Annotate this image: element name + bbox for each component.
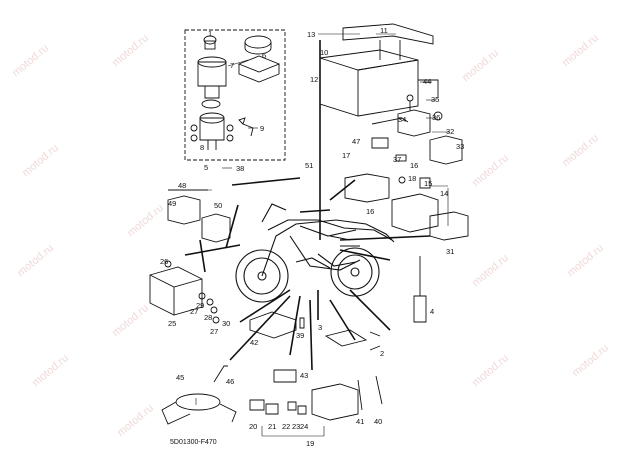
diagram-code: 5D01300-F470 (170, 439, 217, 446)
part-label: 50 (214, 201, 222, 210)
part-label: 33 (456, 142, 464, 151)
part-label: 35 (431, 95, 439, 104)
part-label: 24 (300, 422, 308, 431)
fuse-box-drawing (371, 94, 463, 165)
part-label: 36 (432, 113, 440, 122)
part-label: 9 (260, 124, 264, 133)
ignition-group-box (184, 29, 286, 161)
part-label: 7 (230, 61, 234, 70)
part-label: 16 (366, 207, 374, 216)
part-label: 19 (306, 439, 314, 448)
part-label: 42 (250, 338, 258, 347)
part-label: 21 (268, 422, 276, 431)
part-label: 27 (210, 327, 218, 336)
part-label: 14 (440, 189, 448, 198)
part-label: 3 (318, 323, 322, 332)
bottom-parts-drawing (249, 256, 427, 421)
part-label: 12 (310, 75, 318, 84)
part-label: 43 (300, 371, 308, 380)
part-label: 17 (342, 151, 350, 160)
part-label: 38 (236, 164, 244, 173)
battery-drawing (319, 23, 439, 125)
part-label: 45 (176, 373, 184, 382)
part-label: 20 (249, 422, 257, 431)
part-label: 23 (292, 422, 300, 431)
part-label: 44 (423, 77, 431, 86)
part-label: 26 (160, 257, 168, 266)
motorcycle-drawing (235, 203, 395, 303)
part-label: 32 (446, 127, 454, 136)
part-label: 10 (320, 48, 328, 57)
ecu-drawing (149, 260, 220, 324)
leader-lines (184, 40, 431, 371)
part-label: 18 (408, 174, 416, 183)
part-label: 27 (190, 307, 198, 316)
part-label: 16 (410, 161, 418, 170)
part-label: 6 (262, 51, 266, 60)
part-label: 51 (305, 161, 313, 170)
part-label: 41 (356, 417, 364, 426)
label-leaders (178, 33, 450, 437)
part-label: 40 (374, 417, 382, 426)
relay-drawing (344, 173, 469, 241)
part-label: 8 (200, 143, 204, 152)
left-relays-drawing (167, 189, 231, 243)
part-label: 25 (168, 319, 176, 328)
part-label: 46 (226, 377, 234, 386)
part-label: 29 (196, 301, 204, 310)
part-label: 2 (380, 349, 384, 358)
part-labels: 1 7 6 9 8 5 38 13 10 12 11 44 35 36 34 3… (160, 26, 464, 448)
part-label: 5 (204, 163, 208, 172)
part-label: 22 (282, 422, 290, 431)
part-label: 31 (446, 247, 454, 256)
part-label: 1 (208, 29, 212, 38)
part-label: 30 (222, 319, 230, 328)
part-label: 49 (168, 199, 176, 208)
part-label: 37 (393, 155, 401, 164)
part-label: 34 (398, 115, 406, 124)
part-label: 4 (430, 307, 434, 316)
part-label: 48 (178, 181, 186, 190)
part-label: 39 (296, 331, 304, 340)
part-label: 11 (380, 26, 388, 35)
part-label: 13 (307, 30, 315, 39)
part-label: 15 (424, 179, 432, 188)
horn-drawing (161, 365, 237, 425)
part-label: 47 (352, 137, 360, 146)
part-label: 28 (204, 313, 212, 322)
